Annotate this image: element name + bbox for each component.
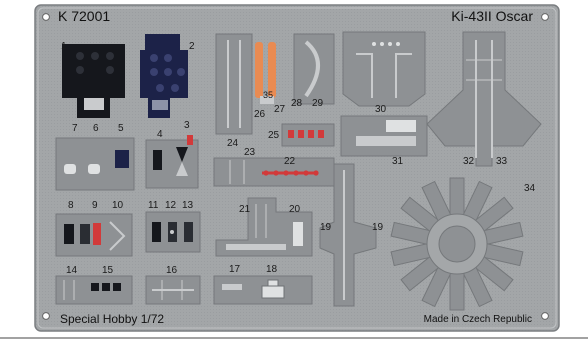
part-label: 6 — [93, 123, 99, 134]
corner-hole-icon — [42, 312, 50, 320]
part-frame — [426, 31, 542, 167]
part-frame — [319, 163, 377, 307]
part-label: 12 — [165, 200, 177, 211]
part-label: 35 — [263, 90, 273, 100]
part-label: 34 — [524, 183, 536, 194]
part-frame — [55, 137, 135, 191]
part-label: 32 — [463, 156, 475, 167]
part-frame — [340, 115, 428, 157]
part-label: 16 — [166, 265, 178, 276]
sheet-maker: Special Hobby 1/72 — [60, 312, 164, 326]
part-frame — [213, 275, 313, 305]
seatbelt-orange — [255, 42, 276, 104]
part-label: 7 — [72, 123, 78, 134]
part-label: 2 — [189, 41, 195, 52]
part-label: 3 — [184, 120, 190, 131]
sheet-model: Ki-43II Oscar — [451, 8, 533, 24]
part-label: 23 — [244, 147, 256, 158]
part-label: 27 — [274, 104, 286, 115]
sheet-origin: Made in Czech Republic — [424, 314, 532, 325]
part-frame — [215, 33, 253, 135]
corner-hole-icon — [541, 312, 549, 320]
part-frame — [145, 211, 201, 253]
part-frame — [213, 157, 335, 187]
part-label: 15 — [102, 265, 114, 276]
part-label: 9 — [92, 200, 98, 211]
part-frame — [55, 275, 133, 305]
part-frame — [281, 123, 335, 147]
instrument-panel-black — [62, 44, 125, 118]
part-label: 20 — [289, 204, 301, 215]
corner-hole-icon — [42, 13, 50, 21]
part-frame — [293, 33, 335, 105]
part-label: 10 — [112, 200, 124, 211]
corner-hole-icon — [541, 13, 549, 21]
part-frame — [145, 135, 199, 189]
part-label: 29 — [312, 98, 324, 109]
part-label: 28 — [291, 98, 303, 109]
part-label: 14 — [66, 265, 78, 276]
part-label: 5 — [118, 123, 124, 134]
part-label: 24 — [227, 138, 239, 149]
sheet-code: K 72001 — [58, 8, 110, 24]
part-label: 33 — [496, 156, 508, 167]
part-label: 17 — [229, 264, 241, 275]
part-frame — [342, 31, 426, 107]
part-label: 25 — [268, 130, 280, 141]
part-label: 13 — [182, 200, 194, 211]
part-label: 4 — [157, 129, 163, 140]
part-label: 21 — [239, 204, 251, 215]
part-label: 8 — [68, 200, 74, 211]
part-label: 31 — [392, 156, 404, 167]
part-label: 19 — [320, 222, 332, 233]
part-label: 26 — [254, 109, 266, 120]
part-label: 11 — [148, 200, 159, 211]
instrument-panel-blue — [140, 34, 188, 118]
part-frame — [215, 197, 313, 257]
part-frame — [145, 275, 201, 305]
part-label: 19 — [372, 222, 384, 233]
part-frame — [55, 213, 133, 257]
part-label: 18 — [266, 264, 278, 275]
part-label: 30 — [375, 104, 387, 115]
part-label: 1 — [61, 41, 67, 52]
part-label: 22 — [284, 156, 296, 167]
radial-fan-part — [390, 177, 524, 311]
